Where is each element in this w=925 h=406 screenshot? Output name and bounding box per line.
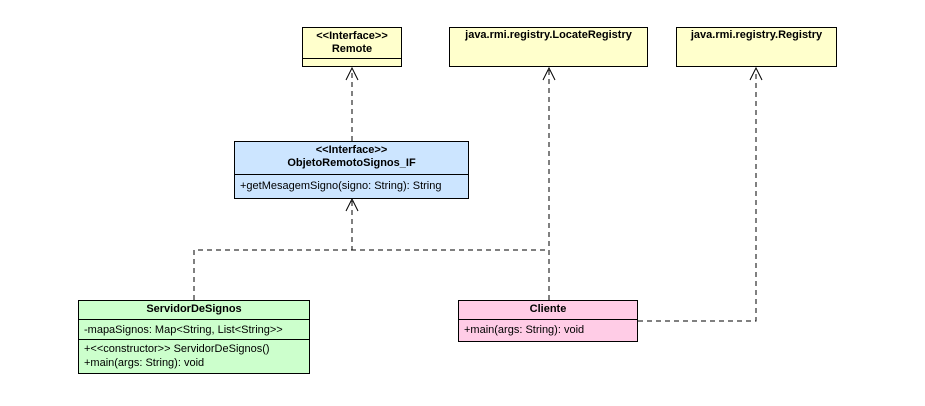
remote-interface-box[interactable]: <<Interface>> Remote bbox=[302, 27, 402, 67]
arrowhead-registry bbox=[749, 66, 763, 81]
cliente-name: Cliente bbox=[529, 303, 567, 315]
cliente-methods: +main(args: String): void bbox=[459, 319, 637, 339]
servidor-attribute: -mapaSignos: Map<String, List<String>> bbox=[84, 324, 283, 336]
objeto-remoto-stereotype: <<Interface>> bbox=[315, 144, 388, 156]
objeto-remoto-interface-box[interactable]: <<Interface>> ObjetoRemotoSignos_IF +get… bbox=[234, 141, 469, 199]
servidor-methods: +<<constructor>> ServidorDeSignos() +mai… bbox=[79, 339, 309, 372]
objeto-remoto-name: ObjetoRemotoSignos_IF bbox=[287, 157, 416, 169]
arrowhead-objeto-remoto bbox=[345, 197, 359, 212]
servidor-attributes: -mapaSignos: Map<String, List<String>> bbox=[79, 319, 309, 339]
remote-stereotype: <<Interface>> bbox=[316, 30, 388, 42]
servidor-method: +main(args: String): void bbox=[84, 357, 205, 369]
remote-header: <<Interface>> Remote bbox=[303, 28, 401, 58]
servidor-name: ServidorDeSignos bbox=[146, 303, 242, 315]
cliente-method: +main(args: String): void bbox=[464, 324, 585, 336]
servidor-dependency-line bbox=[193, 199, 353, 300]
objeto-remoto-header: <<Interface>> ObjetoRemotoSignos_IF bbox=[235, 142, 468, 174]
registry-box[interactable]: java.rmi.registry.Registry bbox=[676, 27, 837, 67]
arrowhead-remote bbox=[345, 66, 359, 81]
remote-empty-section bbox=[303, 58, 401, 67]
servidor-class-box[interactable]: ServidorDeSignos -mapaSignos: Map<String… bbox=[78, 300, 310, 374]
remote-name: Remote bbox=[331, 43, 373, 55]
registry-dependency-line bbox=[638, 70, 757, 322]
arrowhead-locate-registry bbox=[542, 66, 556, 81]
locate-registry-name: java.rmi.registry.LocateRegistry bbox=[465, 29, 632, 41]
cliente-class-box[interactable]: Cliente +main(args: String): void bbox=[458, 300, 638, 342]
objeto-remoto-method: +getMesagemSigno(signo: String): String bbox=[240, 180, 442, 192]
servidor-method: +<<constructor>> ServidorDeSignos() bbox=[84, 343, 270, 355]
registry-name: java.rmi.registry.Registry bbox=[690, 29, 823, 41]
cliente-dependency-line bbox=[352, 249, 550, 300]
locate-registry-box[interactable]: java.rmi.registry.LocateRegistry bbox=[449, 27, 648, 67]
objeto-remoto-methods: +getMesagemSigno(signo: String): String bbox=[235, 174, 468, 195]
